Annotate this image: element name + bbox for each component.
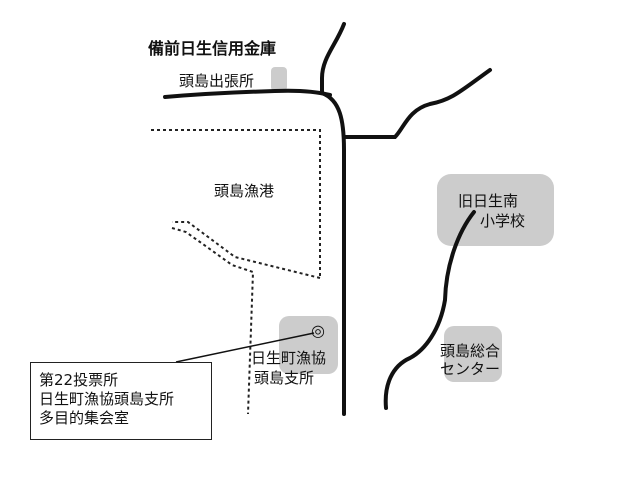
polling-station-callout: 第22投票所 日生町漁協頭島支所 多目的集会室 <box>30 362 212 440</box>
coop-label-line2: 頭島支所 <box>254 369 315 387</box>
coop-area <box>279 316 338 374</box>
school-area <box>437 174 554 246</box>
coop-label-line1: 日生町漁協 <box>251 349 327 367</box>
branch-office-label: 頭島出張所 <box>179 72 255 90</box>
school-label-line1: 旧日生南 <box>458 192 519 210</box>
pier-outline-top <box>172 221 321 279</box>
bank-label: 備前日生信用金庫 <box>148 39 277 58</box>
polling-station-location: 日生町漁協頭島支所 <box>39 390 175 408</box>
road-horizontal-north <box>163 88 332 99</box>
polling-station-room: 多目的集会室 <box>39 409 130 427</box>
center-area <box>444 326 502 382</box>
harbor-boundary <box>151 129 321 278</box>
road-east-branch <box>342 68 492 139</box>
harbor-label: 頭島漁港 <box>214 182 275 200</box>
road-school-curve <box>383 210 476 410</box>
road-top-curve <box>320 22 346 94</box>
school-label-line2: 小学校 <box>480 212 526 230</box>
polling-place-marker: ◎ <box>311 321 325 340</box>
pier-outline-bottom <box>171 227 255 415</box>
road-main-vertical <box>320 91 346 416</box>
polling-station-number: 第22投票所 <box>39 371 119 389</box>
polling-station-leader <box>175 332 315 363</box>
branch-office-shade <box>271 67 287 91</box>
center-label-line1: 頭島総合 <box>440 342 501 360</box>
center-label-line2: センター <box>440 360 501 378</box>
